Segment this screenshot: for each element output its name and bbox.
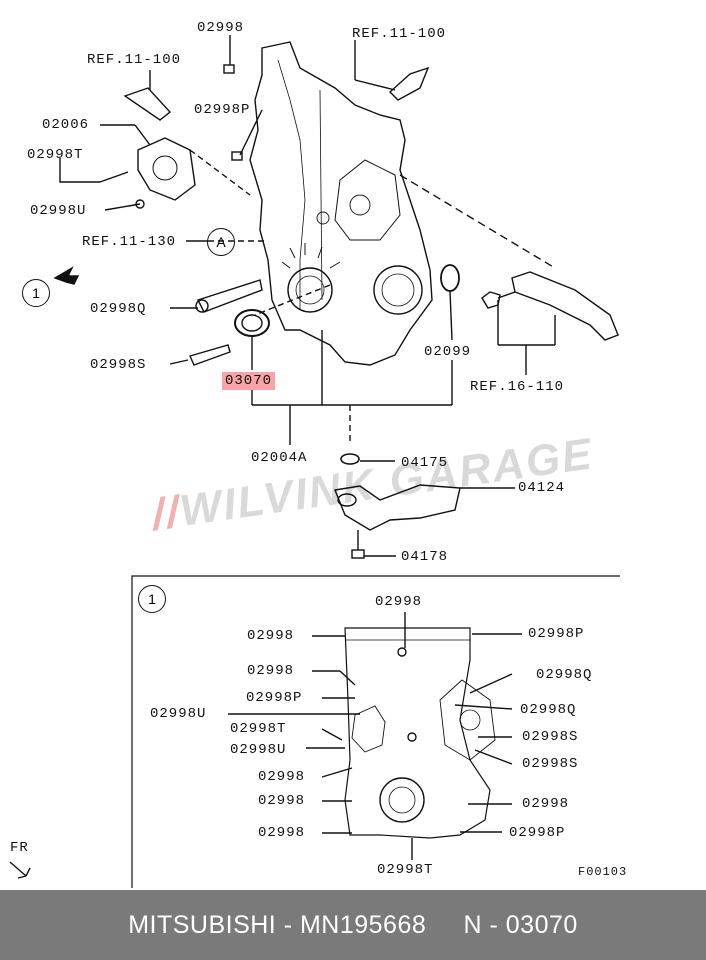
detail-right-label-3: 02998Q bbox=[520, 702, 577, 718]
bracket-ref-16-110 bbox=[511, 271, 619, 341]
detail-right-label-1: 02998P bbox=[528, 626, 585, 642]
oil-seal-03070 bbox=[234, 309, 270, 337]
label-02998-top: 02998 bbox=[197, 20, 245, 36]
label-02004A: 02004A bbox=[251, 450, 308, 466]
label-ref-11-100-right: REF.11-100 bbox=[352, 26, 447, 42]
detail-cover bbox=[344, 627, 491, 839]
detail-marker-1: 1 bbox=[138, 585, 166, 613]
detail-left-label-8: 02998 bbox=[258, 793, 306, 809]
label-03070-highlighted: 03070 bbox=[222, 372, 276, 390]
label-ref-11-100-left: REF.11-100 bbox=[87, 52, 182, 68]
oil-strainer-04124 bbox=[334, 484, 461, 531]
detail-right-label-2: 02998Q bbox=[536, 667, 593, 683]
label-04175: 04175 bbox=[401, 455, 449, 471]
marker-a: A bbox=[207, 228, 235, 256]
parts-diagram: //WILVINK GARAGE bbox=[9, 20, 628, 888]
detail-left-label-9: 02998 bbox=[258, 825, 306, 841]
label-ref-11-130: REF.11-130 bbox=[82, 234, 177, 250]
label-02998S-top: 02998S bbox=[90, 357, 147, 373]
detail-left-label-2: 02998 bbox=[247, 663, 295, 679]
detail-left-label-6: 02998U bbox=[230, 742, 287, 758]
label-02998T-top: 02998T bbox=[27, 147, 84, 163]
detail-right-label-4: 02998S bbox=[522, 729, 579, 745]
detail-right-label-5: 02998S bbox=[522, 756, 579, 772]
detail-right-label-6: 02998 bbox=[522, 796, 570, 812]
diagram-lines bbox=[9, 35, 620, 888]
label-04124: 04124 bbox=[518, 480, 566, 496]
detail-label-top: 02998 bbox=[375, 594, 423, 610]
plate-02006 bbox=[137, 137, 196, 201]
detail-left-label-1: 02998 bbox=[247, 628, 295, 644]
detail-left-label-3: 02998P bbox=[246, 690, 303, 706]
detail-left-label-7: 02998 bbox=[258, 769, 306, 785]
label-02998Q-top: 02998Q bbox=[90, 301, 147, 317]
detail-box bbox=[131, 575, 620, 888]
detail-label-bottom: 02998T bbox=[377, 862, 434, 878]
label-02099: 02099 bbox=[424, 344, 472, 360]
label-ref-16-110: REF.16-110 bbox=[470, 379, 565, 395]
label-04178: 04178 bbox=[401, 549, 449, 565]
label-02998P-top: 02998P bbox=[194, 102, 251, 118]
detail-code: F00103 bbox=[578, 865, 628, 879]
front-label: FR bbox=[10, 840, 29, 856]
footer-bar: MITSUBISHI - MN195668 N - 03070 bbox=[0, 890, 706, 960]
detail-left-label-5: 02998T bbox=[230, 721, 287, 737]
footer-part-text: MITSUBISHI - MN195668 N - 03070 bbox=[128, 910, 578, 939]
label-02998U-top: 02998U bbox=[30, 203, 87, 219]
detail-left-label-4: 02998U bbox=[150, 706, 207, 722]
callout-1: 1 bbox=[22, 279, 50, 307]
label-02006: 02006 bbox=[42, 117, 90, 133]
timing-cover-outline bbox=[249, 41, 433, 366]
detail-right-label-7: 02998P bbox=[509, 825, 566, 841]
